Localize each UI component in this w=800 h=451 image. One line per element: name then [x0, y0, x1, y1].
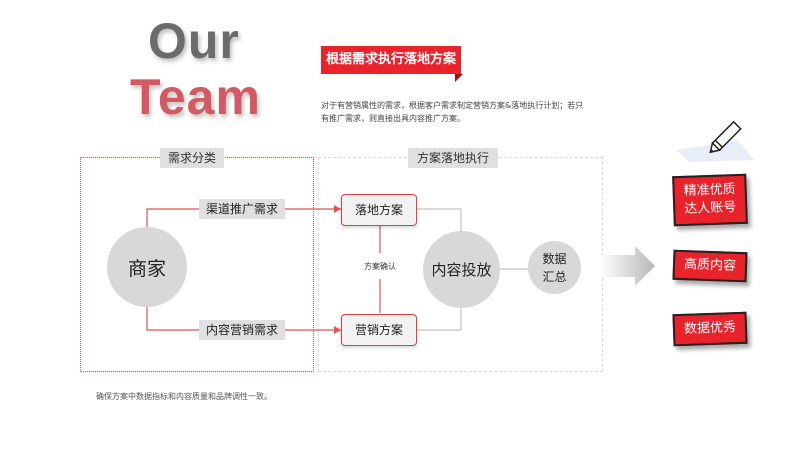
- intro-text: 对于有营销属性的需求，根据客户需求制定营销方案&落地执行计划；若只有推广需求，则…: [321, 101, 584, 123]
- ribbon-fold: [455, 74, 463, 82]
- tag-excellent-data-label: 数据优秀: [683, 320, 737, 337]
- pencil-icon: [676, 120, 754, 162]
- merchant-circle: 商家: [107, 227, 187, 307]
- channel-need-box: 渠道推广需求: [199, 199, 285, 219]
- landing-plan-node: 落地方案: [341, 194, 417, 226]
- right-section-label: 方案落地执行: [408, 148, 498, 168]
- data-summary-circle: 数据汇总: [528, 241, 581, 294]
- content-need-box: 内容营销需求: [199, 320, 285, 340]
- tag-quality-content-label: 高质内容: [683, 257, 737, 274]
- tag-precise-influencers-label: 精准优质达人账号: [683, 182, 737, 217]
- footnote: 确保方案中数据指标和内容质量和品牌调性一致。: [96, 392, 272, 401]
- confirm-label: 方案确认: [364, 262, 396, 271]
- content-delivery-label: 内容投放: [431, 261, 492, 279]
- marketing-plan-node: 营销方案: [341, 314, 417, 346]
- hero-title-our: Our: [148, 13, 240, 69]
- tag-excellent-data: 数据优秀: [672, 311, 748, 347]
- left-section-label: 需求分类: [160, 148, 224, 168]
- tag-precise-influencers: 精准优质达人账号: [672, 173, 748, 227]
- content-delivery-circle: 内容投放: [423, 231, 500, 308]
- ribbon-title: 根据需求执行落地方案: [321, 46, 461, 74]
- arrow-right-icon: [600, 246, 655, 286]
- data-summary-label: 数据汇总: [542, 251, 567, 284]
- tag-quality-content: 高质内容: [672, 249, 748, 283]
- hero-title-team: Team: [130, 69, 261, 125]
- merchant-label: 商家: [127, 257, 166, 280]
